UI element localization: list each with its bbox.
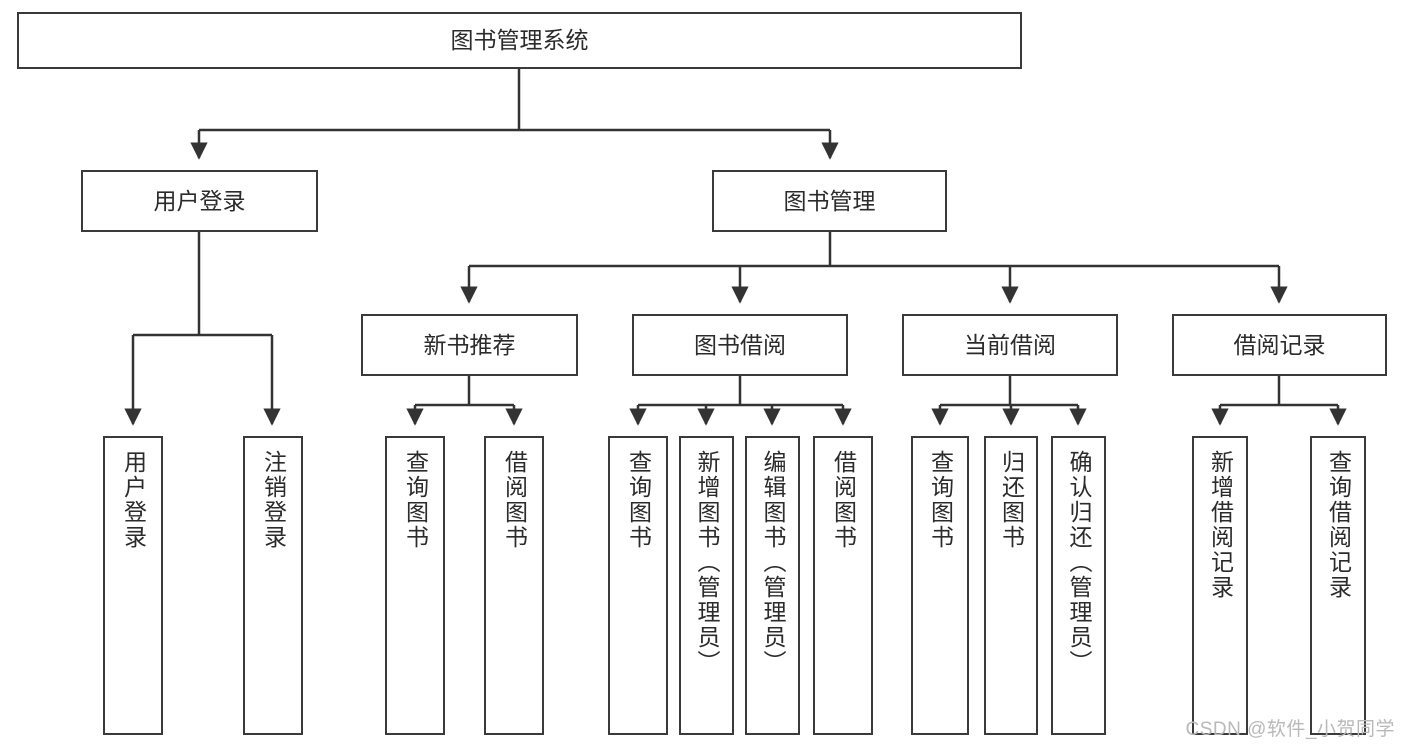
node-root[interactable]: 图书管理系统 (17, 12, 1022, 69)
node-leaf-9[interactable]: 归还图书 (984, 436, 1038, 735)
node-leaf-7[interactable]: 借阅图书 (813, 436, 873, 735)
node-level3-2-label: 当前借阅 (964, 331, 1056, 358)
node-leaf-11-label: 新增借阅记录 (1207, 450, 1234, 600)
watermark-text: CSDN @软件_小贺同学 (1185, 719, 1395, 740)
node-leaf-12[interactable]: 查询借阅记录 (1310, 436, 1366, 735)
node-leaf-2-label: 查询图书 (402, 450, 429, 550)
node-leaf-12-label: 查询借阅记录 (1325, 450, 1352, 600)
node-leaf-0-label: 用户登录 (120, 450, 147, 550)
node-leaf-3[interactable]: 借阅图书 (484, 436, 544, 735)
node-leaf-7-label: 借阅图书 (830, 450, 857, 550)
node-level2-1[interactable]: 图书管理 (712, 170, 947, 232)
node-leaf-10[interactable]: 确认归还（管理员） (1051, 436, 1106, 735)
node-level3-3-label: 借阅记录 (1233, 331, 1326, 358)
node-leaf-1-label: 注销登录 (260, 450, 287, 550)
node-level2-0-label: 用户登录 (153, 187, 246, 214)
node-leaf-4[interactable]: 查询图书 (608, 436, 668, 735)
node-level3-0[interactable]: 新书推荐 (361, 314, 578, 376)
node-level3-3[interactable]: 借阅记录 (1172, 314, 1387, 376)
node-level3-1-label: 图书借阅 (694, 331, 786, 358)
node-leaf-5[interactable]: 新增图书（管理员） (679, 436, 734, 735)
node-leaf-8[interactable]: 查询图书 (911, 436, 969, 735)
node-level3-0-label: 新书推荐 (423, 331, 516, 358)
node-root-label: 图书管理系统 (450, 27, 589, 54)
node-leaf-1[interactable]: 注销登录 (243, 436, 303, 735)
node-leaf-8-label: 查询图书 (927, 450, 954, 550)
node-leaf-6-label: 编辑图书（管理员） (760, 450, 786, 675)
node-level3-2[interactable]: 当前借阅 (902, 314, 1118, 376)
node-leaf-4-label: 查询图书 (625, 450, 652, 550)
node-level2-1-label: 图书管理 (783, 187, 876, 214)
node-leaf-11[interactable]: 新增借阅记录 (1192, 436, 1248, 735)
node-leaf-3-label: 借阅图书 (501, 450, 528, 550)
node-leaf-10-label: 确认归还（管理员） (1066, 450, 1092, 675)
node-leaf-6[interactable]: 编辑图书（管理员） (745, 436, 800, 735)
node-leaf-0[interactable]: 用户登录 (103, 436, 163, 735)
node-level3-1[interactable]: 图书借阅 (632, 314, 848, 376)
node-level2-0[interactable]: 用户登录 (81, 170, 318, 232)
node-leaf-2[interactable]: 查询图书 (385, 436, 445, 735)
node-leaf-9-label: 归还图书 (998, 450, 1025, 550)
node-leaf-5-label: 新增图书（管理员） (694, 450, 720, 675)
